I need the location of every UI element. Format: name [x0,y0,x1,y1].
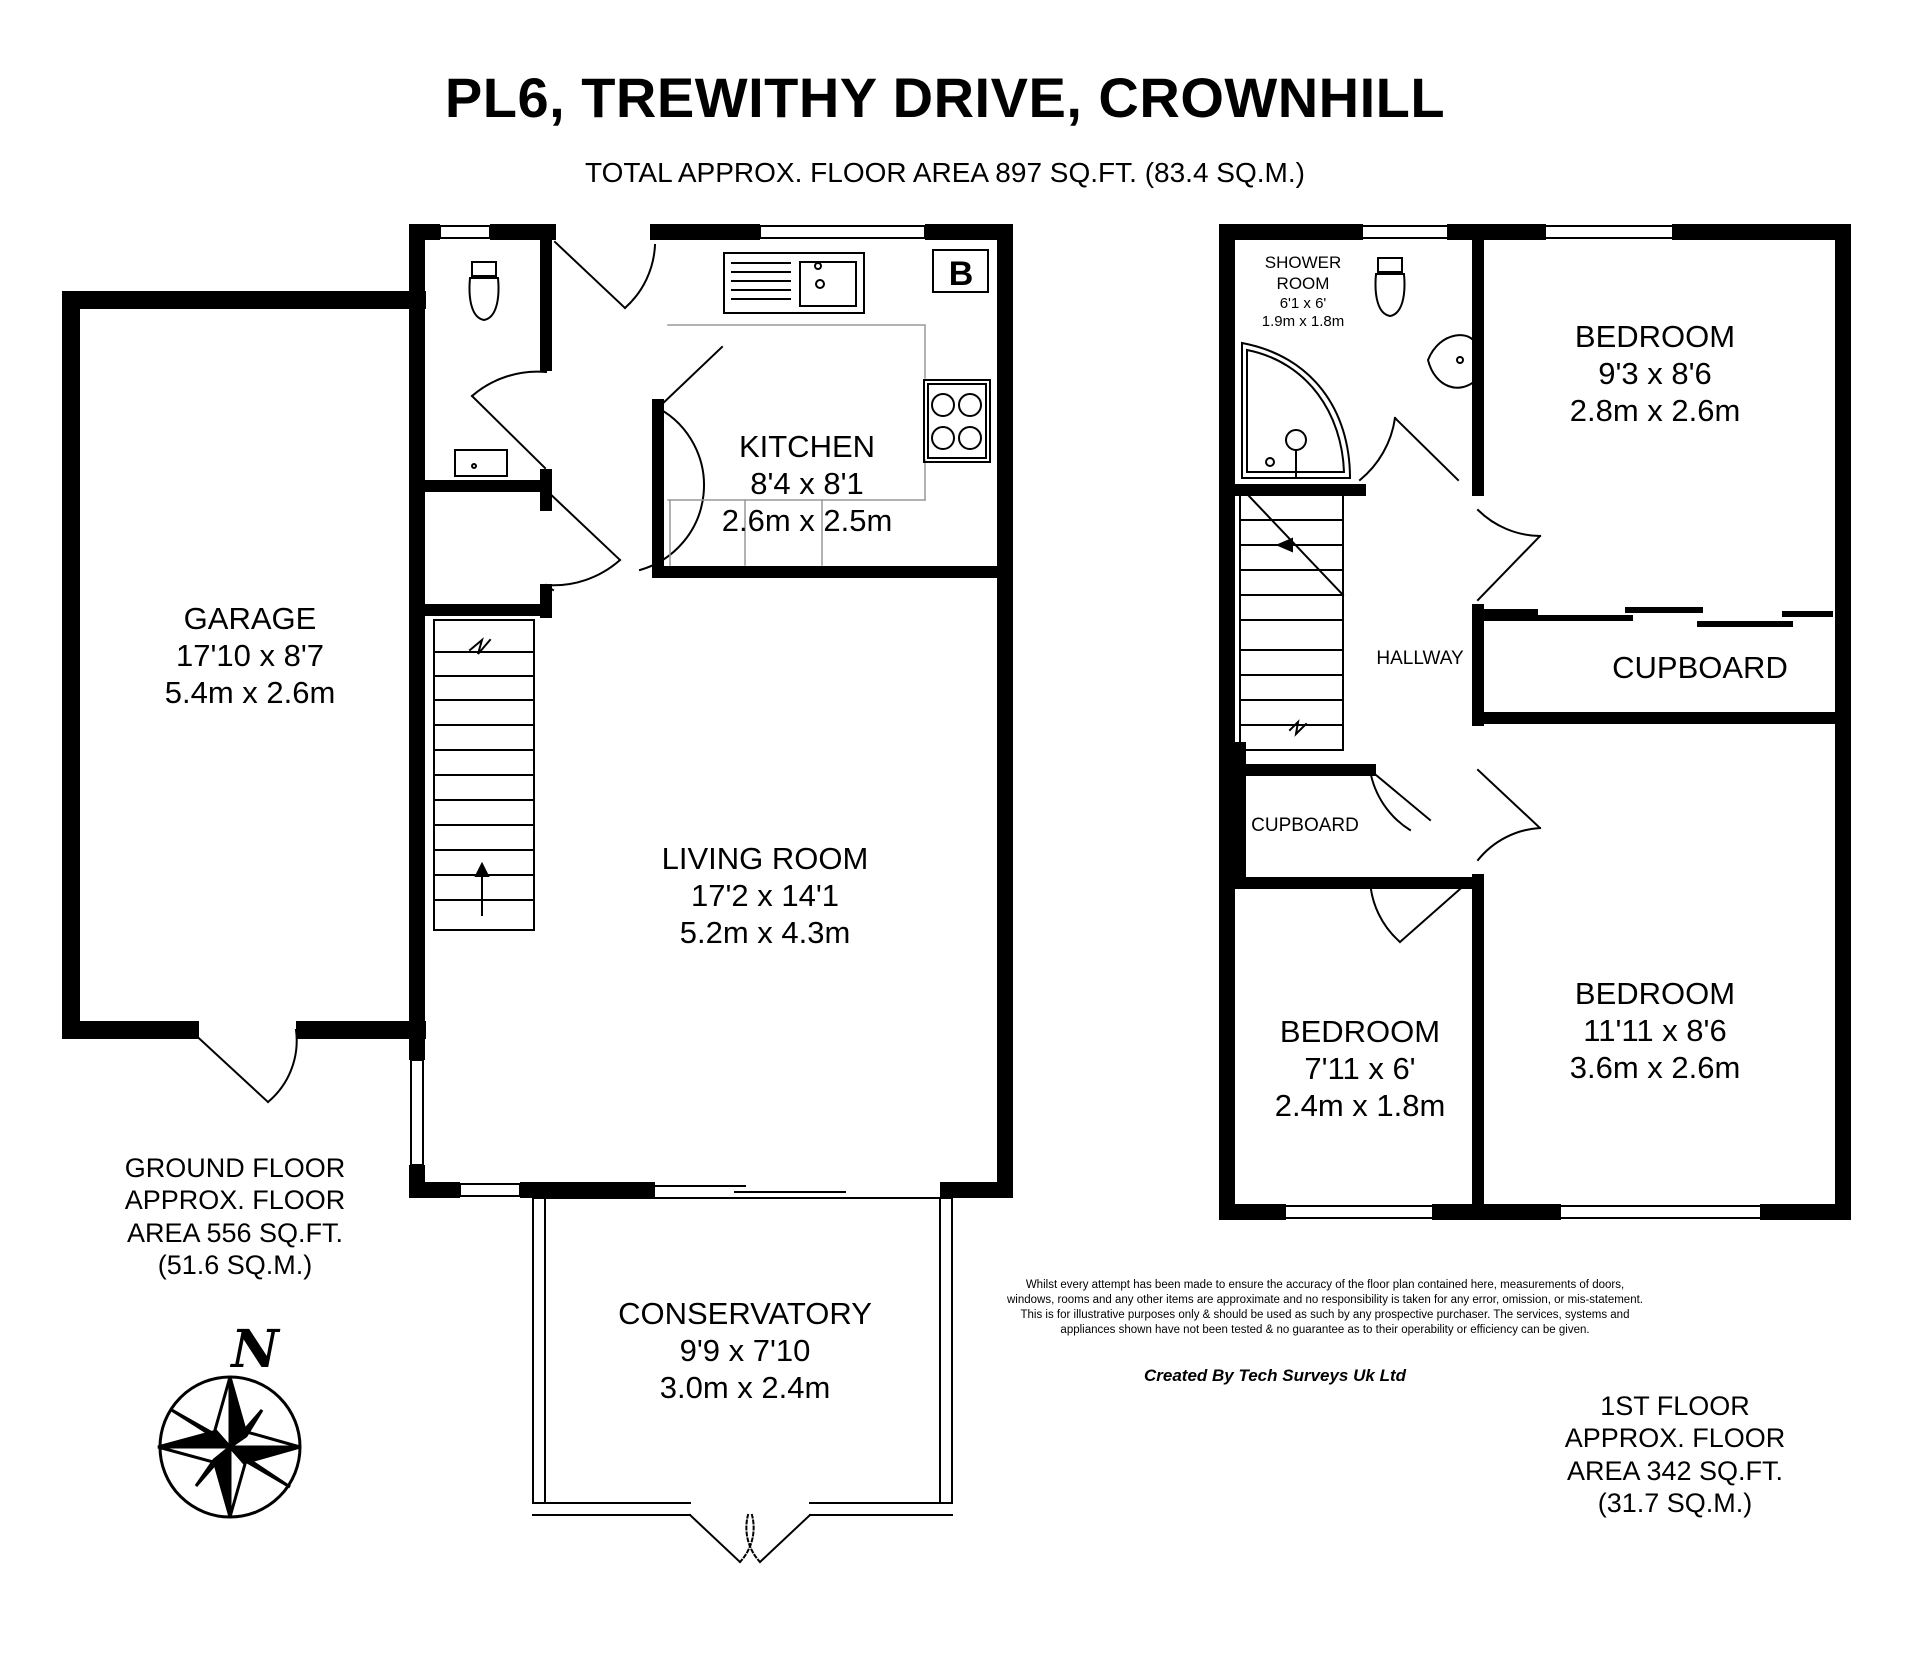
kitchen-metric: 2.6m x 2.5m [721,503,893,539]
shower-room-line: SHOWER [1264,253,1342,272]
credit-text: Created By Tech Surveys Uk Ltd [1143,1366,1406,1385]
disclaimer-text: Whilst every attempt has been made to en… [1007,1279,1643,1336]
boiler-label: B [949,255,974,293]
first-floor-note-line: (31.7 SQ.M.) [1597,1488,1753,1519]
first-floor-interior-walls [1229,234,1843,1211]
first-floor-stairs [1239,493,1345,751]
stairs [433,619,535,931]
first-floor-note-line: APPROX. FLOOR [1564,1423,1786,1454]
kitchen-label: KITCHEN 8'4 x 8'1 2.6m x 2.5m [682,428,932,540]
conservatory-imperial: 9'9 x 7'10 [679,1333,811,1369]
ground-interior-walls [419,239,1003,618]
bedroom-3-imperial: 11'11 x 8'6 [1583,1013,1727,1049]
first-floor-doors [1358,416,1542,944]
hallway-label: HALLWAY [1376,648,1464,669]
living-room-name: LIVING ROOM [661,841,869,876]
shower-room-line: 6'1 x 6' [1279,294,1327,312]
bedroom-2-imperial: 7'11 x 6' [1304,1051,1416,1087]
wardrobe-sliders [1517,607,1833,627]
garage-metric: 5.4m x 2.6m [164,675,336,711]
shower-room-line: ROOM [1276,274,1330,294]
boiler [932,249,989,293]
living-room-label: LIVING ROOM 17'2 x 14'1 5.2m x 4.3m [610,840,920,952]
kitchen-name: KITCHEN [738,429,876,464]
bedroom-1-imperial: 9'3 x 8'6 [1598,356,1712,392]
page-title: PL6, TREWITHY DRIVE, CROWNHILL [444,66,1446,129]
shower-room-line: 1.9m x 1.8m [1261,313,1345,331]
bedroom-1-name: BEDROOM [1574,319,1736,354]
garage-label: GARAGE 17'10 x 8'7 5.4m x 2.6m [120,600,380,712]
cupboard-2-label: CUPBOARD [1251,815,1359,836]
bedroom-3-name: BEDROOM [1574,976,1736,1011]
conservatory-label: CONSERVATORY 9'9 x 7'10 3.0m x 2.4m [580,1295,910,1407]
garage-door [188,1028,298,1104]
total-floor-area: TOTAL APPROX. FLOOR AREA 897 SQ.FT. (83.… [585,157,1305,188]
ground-floor-note-line: APPROX. FLOOR [124,1185,346,1216]
ground-windows [409,224,940,1198]
kitchen-imperial: 8'4 x 8'1 [750,466,864,502]
first-floor-note-line: 1ST FLOOR [1600,1391,1750,1421]
garage-walls [62,291,426,1039]
bedroom-2-label: BEDROOM 7'11 x 6' 2.4m x 1.8m [1240,1013,1480,1125]
wc-fixtures [454,261,508,477]
conservatory-metric: 3.0m x 2.4m [659,1370,831,1406]
bedroom-3-label: BEDROOM 11'11 x 8'6 3.6m x 2.6m [1535,975,1775,1087]
kitchen-units [667,324,926,566]
bedroom-1-metric: 2.8m x 2.6m [1569,393,1741,429]
first-floor-windows [1277,225,1769,1219]
living-room-metric: 5.2m x 4.3m [679,915,851,951]
bedroom-1-label: BEDROOM 9'3 x 8'6 2.8m x 2.6m [1535,318,1775,430]
hob [923,379,991,463]
conservatory-name: CONSERVATORY [618,1296,872,1331]
ground-floor-area-note: GROUND FLOOR APPROX. FLOOR AREA 556 SQ.F… [90,1152,380,1282]
bedroom-2-metric: 2.4m x 1.8m [1274,1088,1446,1124]
ground-floor-note-line: (51.6 SQ.M.) [157,1250,313,1281]
ground-floor-note-line: GROUND FLOOR [124,1153,346,1183]
ground-floor-note-line: AREA 556 SQ.FT. [126,1217,344,1248]
cupboard-1-label: CUPBOARD [1612,650,1788,685]
house-exterior-walls [409,224,1013,1198]
compass-north-label: N [231,1319,279,1380]
bedroom-3-metric: 3.6m x 2.6m [1569,1050,1741,1086]
conservatory-walls [532,1197,953,1564]
first-floor-note-line: AREA 342 SQ.FT. [1566,1455,1784,1486]
hall-doors [470,240,724,592]
kitchen-sink [723,252,865,314]
garage-imperial: 17'10 x 8'7 [175,638,324,674]
compass-rose [157,1375,302,1519]
garage-name: GARAGE [183,601,317,636]
shower-fixtures [1241,257,1477,479]
shower-room-label: SHOWER ROOM 6'1 x 6' 1.9m x 1.8m [1238,252,1368,332]
bedroom-2-name: BEDROOM [1279,1014,1441,1049]
first-floor-area-note: 1ST FLOOR APPROX. FLOOR AREA 342 SQ.FT. … [1530,1390,1820,1520]
living-room-imperial: 17'2 x 14'1 [690,878,839,914]
